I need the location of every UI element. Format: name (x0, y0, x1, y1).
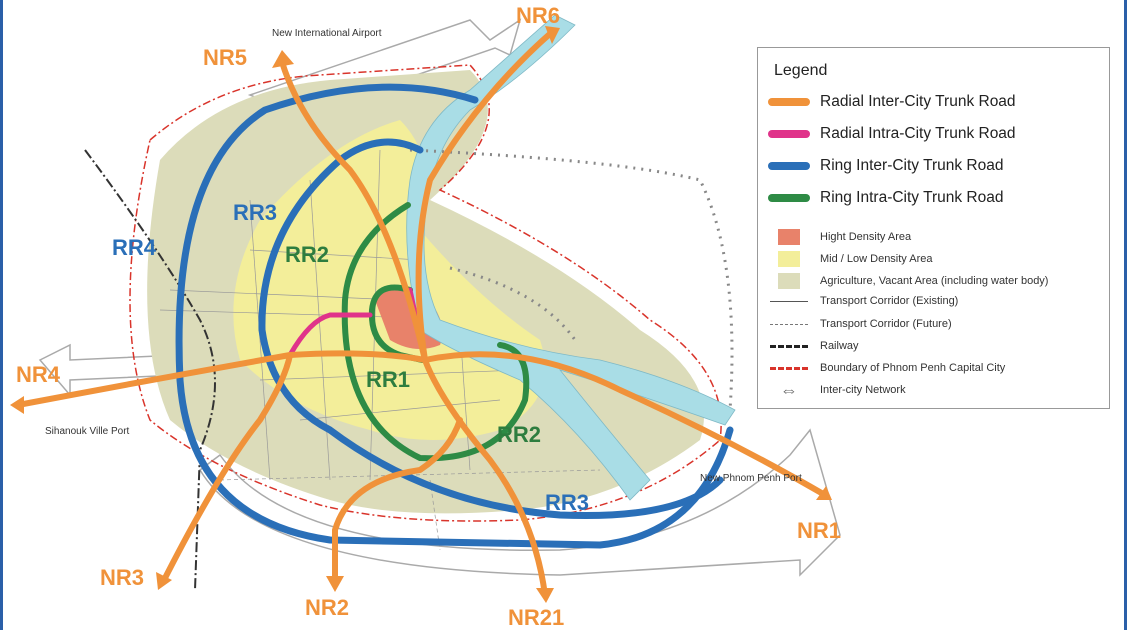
legend-title: Legend (774, 62, 828, 79)
railway (84, 149, 216, 591)
legend-agriculture: Agriculture, Vacant Area (including wate… (758, 273, 1048, 289)
road-nr4 (15, 350, 428, 408)
label-nr5: NR5 (203, 45, 248, 70)
label-rr2-south: RR2 (497, 422, 542, 447)
left-border (0, 0, 3, 630)
label-rr2-north: RR2 (285, 242, 330, 267)
road-rr1 (368, 284, 425, 363)
legend-ring-inter: Ring Inter-City Trunk Road (758, 157, 1004, 175)
radial-inter-city-roads (15, 29, 828, 598)
legend-boundary: Boundary of Phnom Penh Capital City (758, 362, 1005, 374)
label-phnom-penh-port: New Phnom Penh Port (700, 473, 802, 484)
legend-corridor-existing: Transport Corridor (Existing) (758, 295, 958, 307)
label-rr3-south: RR3 (545, 490, 590, 515)
right-border (1124, 0, 1127, 630)
label-sihanouk-port: Sihanouk Ville Port (45, 426, 130, 437)
road-nr1 (422, 351, 828, 498)
label-nr2: NR2 (305, 595, 350, 620)
road-nr5 (279, 59, 428, 363)
legend-ring-intra: Ring Intra-City Trunk Road (758, 189, 1004, 207)
arrowheads (10, 26, 832, 603)
legend-radial-inter: Radial Inter-City Trunk Road (758, 93, 1016, 111)
label-nr4: NR4 (16, 362, 61, 387)
legend: Legend Radial Inter-City Trunk Road Radi… (757, 47, 1110, 409)
label-nr3: NR3 (100, 565, 145, 590)
road-rr4 (175, 83, 734, 549)
boundary (129, 64, 722, 522)
label-nr6: NR6 (516, 3, 561, 28)
transport-corridors (159, 149, 601, 551)
label-rr3-north: RR3 (233, 200, 278, 225)
label-nr1: NR1 (797, 518, 842, 543)
legend-railway: Railway (758, 340, 859, 352)
legend-radial-intra: Radial Intra-City Trunk Road (758, 125, 1016, 143)
legend-inter-city-network: ⇔Inter-city Network (780, 380, 906, 400)
legend-corridor-future: Transport Corridor (Future) (758, 318, 952, 330)
label-rr1: RR1 (366, 367, 411, 392)
road-nr21 (422, 357, 548, 598)
legend-mid-density: Mid / Low Density Area (758, 251, 933, 267)
road-nr2 (332, 417, 463, 585)
double-arrow-icon: ⇔ (780, 380, 798, 400)
future-corridor (409, 148, 734, 411)
future-corridor (449, 266, 577, 341)
label-rr4: RR4 (112, 235, 157, 260)
road-nr3 (160, 352, 293, 585)
road-rr2 (341, 202, 530, 462)
label-airport: New International Airport (272, 28, 382, 39)
legend-high-density: Hight Density Area (758, 229, 911, 245)
road-nr6 (415, 29, 555, 363)
label-nr21: NR21 (508, 605, 565, 630)
